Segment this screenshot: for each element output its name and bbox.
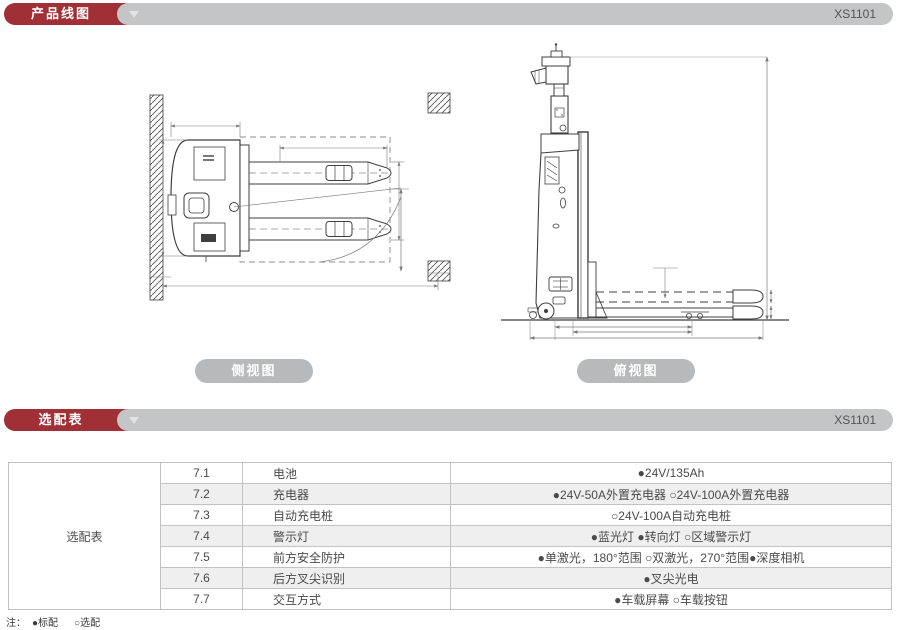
option-no: 7.3 (160, 504, 243, 526)
option-item: 前方安全防护 (242, 546, 451, 568)
sensor-mast-head (530, 43, 571, 134)
header-gray-bar (117, 409, 893, 431)
options-group-label: 选配表 (8, 462, 161, 610)
model-code: XS1101 (834, 413, 876, 427)
top-view-label: 俯视图 (577, 359, 695, 383)
section-header-options: 选配表 XS1101 (0, 409, 900, 431)
triangle-down-icon (129, 11, 139, 18)
wall-hatching (149, 92, 451, 301)
forks-plan (248, 161, 392, 241)
table-row: 7.7 交互方式 ●车载屏幕 ○车载按钮 (9, 588, 892, 610)
agv-body-plan (167, 139, 250, 262)
header-red-pill (4, 409, 150, 431)
header-red-pill (4, 3, 150, 25)
legend-note: 注： ●标配 ○选配 (6, 614, 116, 629)
option-value: ●叉尖光电 (450, 567, 892, 589)
section-header-product-drawing: 产品线图 XS1101 (0, 3, 900, 25)
option-no: 7.4 (160, 525, 243, 547)
table-row: 7.5 前方安全防护 ●单激光，180°范围 ○双激光，270°范围●深度相机 (9, 546, 892, 568)
options-table: 选配表 7.1 电池 ●24V/135Ah 7.2 充电器 ●24V-50A外置… (8, 462, 892, 610)
option-no: 7.5 (160, 546, 243, 568)
dimension-lines (529, 56, 773, 340)
dimension-lines (150, 122, 450, 290)
side-view-drawing (501, 43, 789, 340)
camera-icon (530, 67, 547, 85)
option-no: 7.6 (160, 567, 243, 589)
table-row: 7.2 充电器 ●24V-50A外置充电器 ○24V-100A外置充电器 (9, 483, 892, 505)
option-no: 7.7 (160, 588, 243, 610)
mast-and-body (527, 131, 589, 320)
option-value: ●24V/135Ah (450, 462, 892, 484)
option-item: 电池 (242, 462, 451, 484)
option-item: 警示灯 (242, 525, 451, 547)
side-view-label: 侧视图 (195, 359, 313, 383)
option-item: 后方叉尖识别 (242, 567, 451, 589)
option-value: ●车载屏幕 ○车载按钮 (450, 588, 892, 610)
option-item: 自动充电桩 (242, 504, 451, 526)
forks-side (587, 261, 764, 320)
legend-standard: ●标配 (32, 618, 59, 629)
option-item: 充电器 (242, 483, 451, 505)
table-row: 7.6 后方叉尖识别 ●叉尖光电 (9, 567, 892, 589)
option-value: ○24V-100A自动充电桩 (450, 504, 892, 526)
table-row: 选配表 7.1 电池 ●24V/135Ah (8, 462, 892, 610)
pallet-envelope-dashed (239, 136, 391, 263)
option-no: 7.1 (160, 462, 243, 484)
triangle-down-icon (129, 417, 139, 424)
header-gray-bar (117, 3, 893, 25)
model-code: XS1101 (834, 7, 876, 21)
option-value: ●24V-50A外置充电器 ○24V-100A外置充电器 (450, 483, 892, 505)
legend-optional: ○选配 (74, 618, 101, 629)
section-title: 选配表 (38, 412, 84, 427)
table-row: 7.4 警示灯 ●蓝光灯 ●转向灯 ○区域警示灯 (9, 525, 892, 547)
turning-radius-lines (233, 187, 409, 272)
option-item: 交互方式 (242, 588, 451, 610)
top-view-drawing (149, 92, 451, 301)
option-value: ●蓝光灯 ●转向灯 ○区域警示灯 (450, 525, 892, 547)
note-prefix: 注： (6, 618, 26, 629)
option-no: 7.2 (160, 483, 243, 505)
option-value: ●单激光，180°范围 ○双激光，270°范围●深度相机 (450, 546, 892, 568)
section-title: 产品线图 (30, 6, 91, 21)
